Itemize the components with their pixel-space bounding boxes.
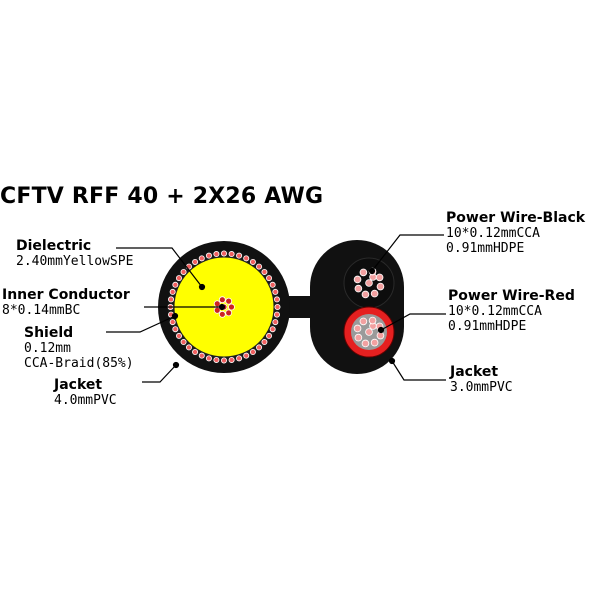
shield-strand: [236, 355, 243, 362]
shield-strand: [175, 332, 182, 339]
power-black-spec-conductor: 10*0.12mmCCA: [446, 226, 540, 241]
inner-conductor-label: Inner Conductor: [2, 287, 130, 303]
shield-strand: [205, 355, 212, 362]
leader-inner-conductor-dot: [218, 303, 226, 311]
shield-strand: [198, 255, 205, 262]
inner-conductor-spec: 8*0.14mmBC: [2, 303, 81, 318]
leader-jacket-right: [391, 360, 446, 381]
shield-strand: [272, 288, 279, 295]
shield-strand: [266, 332, 273, 339]
shield-strand: [185, 344, 192, 351]
leader-shield: [106, 315, 176, 333]
shield-spec-thickness: 0.12mm: [24, 341, 71, 356]
jacket-left-label: Jacket: [54, 377, 103, 393]
shield-strand: [220, 357, 227, 364]
power-red-label: Power Wire-Red: [448, 288, 575, 304]
shield-strand: [213, 356, 220, 363]
black-wire-strand: [376, 282, 385, 291]
shield-strand: [169, 288, 176, 295]
jacket-right-label: Jacket: [450, 364, 499, 380]
black-wire-strand: [370, 289, 379, 298]
conductor-strand: [218, 296, 226, 304]
shield-strand: [220, 250, 227, 257]
black-wire-strand: [365, 279, 373, 287]
shield-strand: [243, 255, 250, 262]
shield-strand: [261, 268, 268, 275]
conductor-strand: [228, 303, 235, 311]
shield-strand: [180, 339, 187, 346]
red-wire-strands: [353, 316, 385, 348]
leader-dielectric-dot: [198, 283, 206, 291]
leader-power-black-dot: [368, 267, 376, 275]
power-red-spec-conductor: 10*0.12mmCCA: [448, 304, 542, 319]
shield-strand: [213, 251, 220, 258]
black-wire-strand: [375, 273, 384, 282]
power-pair-cable: [310, 240, 404, 374]
shield-strand: [175, 275, 182, 282]
power-red-spec-insulation: 0.91mmHDPE: [448, 319, 527, 334]
shield-strand: [228, 251, 235, 258]
red-wire-strand: [353, 324, 362, 333]
leader-power-red-dot: [377, 326, 385, 334]
shield-strand: [249, 349, 256, 356]
diagram-title: CFTV RFF 40 + 2X26 AWG: [0, 184, 324, 209]
leader-jacket-left: [142, 364, 177, 383]
shield-strand: [249, 258, 256, 265]
black-wire-strand: [353, 275, 362, 284]
shield-strand: [272, 319, 279, 326]
shield-strand: [172, 281, 179, 288]
black-wire-strand: [361, 290, 370, 299]
leader-jacket-left-dot: [172, 361, 180, 369]
shield-strand: [205, 252, 212, 259]
red-wire-strand: [376, 331, 385, 340]
shield-strand: [256, 263, 263, 270]
black-wire-strands: [353, 267, 385, 299]
inner-conductor-strands: [213, 296, 235, 318]
shield-strand: [261, 339, 268, 346]
shield-label: Shield: [24, 325, 74, 341]
red-wire-strand: [361, 339, 370, 348]
dielectric-spec: 2.40mmYellowSPE: [16, 254, 134, 269]
power-black-spec-insulation: 0.91mmHDPE: [446, 241, 525, 256]
leader-power-black: [371, 234, 444, 272]
shield-strand: [274, 303, 281, 310]
shield-strand: [273, 296, 280, 303]
black-wire-strand: [359, 268, 368, 277]
shield-strand: [269, 326, 276, 333]
shield-strand: [243, 352, 250, 359]
red-wire-strand: [370, 338, 379, 347]
shield-strand: [168, 296, 175, 303]
jacket-left-spec: 4.0mmPVC: [54, 393, 117, 408]
power-black-label: Power Wire-Black: [446, 210, 586, 226]
shield-strand: [269, 281, 276, 288]
conductor-strand: [218, 310, 226, 318]
shield-strand: [256, 344, 263, 351]
shield-strand: [236, 252, 243, 259]
conductor-strand: [225, 309, 233, 317]
dielectric-label: Dielectric: [16, 238, 92, 254]
shield-strand: [266, 275, 273, 282]
shield-braid: [167, 250, 281, 364]
leader-jacket-right-dot: [388, 357, 396, 365]
red-wire-strand: [365, 328, 373, 336]
red-wire-strand: [354, 333, 363, 342]
leader-dielectric: [116, 247, 203, 288]
shield-strand: [192, 349, 199, 356]
shield-strand: [192, 258, 199, 265]
black-wire-strand: [354, 284, 363, 293]
jacket-right-spec: 3.0mmPVC: [450, 380, 513, 395]
red-wire-strand: [359, 317, 368, 326]
shield-strand: [172, 326, 179, 333]
leader-power-red: [380, 313, 446, 331]
leader-shield-dot: [171, 312, 179, 320]
shield-strand: [169, 319, 176, 326]
shield-strand: [228, 356, 235, 363]
shield-strand: [180, 268, 187, 275]
red-wire-strand: [368, 316, 377, 325]
conductor-strand: [225, 297, 233, 305]
shield-spec-braid: CCA-Braid(85%): [24, 356, 134, 371]
shield-strand: [273, 311, 280, 318]
shield-strand: [198, 352, 205, 359]
